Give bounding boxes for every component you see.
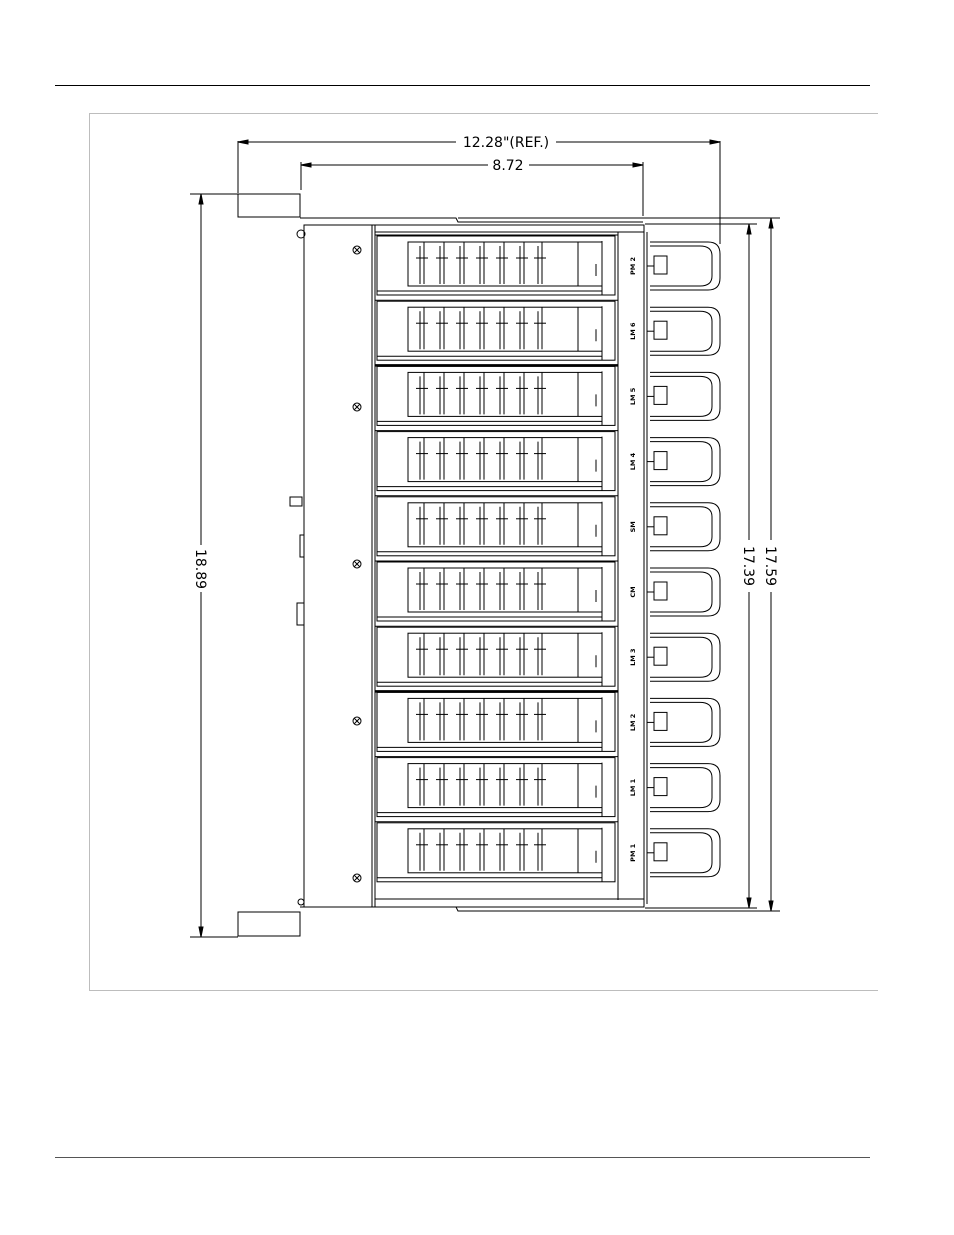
slot-label: LM 3 — [629, 648, 637, 665]
module-slot: PM 1 — [375, 822, 720, 882]
screw-icon — [353, 403, 361, 411]
mounting-ear-top — [238, 194, 300, 217]
module-slot: PM 2 — [375, 235, 720, 295]
dim-inner-width: 8.72 — [492, 158, 523, 174]
screw-icon — [353, 560, 361, 568]
screw-icon — [353, 246, 361, 254]
slot-label: LM 6 — [629, 322, 637, 340]
module-slot: LM 1 — [375, 757, 720, 817]
footer-rule — [55, 1157, 870, 1158]
module-slot: CM — [375, 561, 720, 621]
slot-label: LM 1 — [629, 778, 637, 796]
screw-icon — [353, 874, 361, 882]
mounting-ear-bottom — [238, 912, 300, 936]
panel-screws — [353, 246, 361, 882]
slot-label: LM 2 — [629, 714, 637, 731]
dim-overall-height: 18.89 — [192, 549, 208, 589]
slot-label: SM — [629, 521, 637, 532]
dim-outer-height: 17.59 — [762, 546, 778, 586]
module-slots: PM 2 LM 6 LM 5 LM 4 SM CM LM 3 LM 2 LM 1 PM 1 — [375, 235, 720, 882]
module-slot: LM 3 — [375, 626, 720, 686]
module-slot: LM 2 — [375, 691, 720, 751]
slot-label: CM — [629, 586, 637, 597]
dim-chassis-height: 17.39 — [740, 546, 756, 586]
module-slot: LM 4 — [375, 431, 720, 491]
slot-label: PM 2 — [629, 257, 637, 275]
module-slot: SM — [375, 496, 720, 556]
module-slot: LM 5 — [375, 365, 720, 425]
slot-label: LM 4 — [629, 452, 637, 470]
slot-label: PM 1 — [629, 843, 637, 861]
slot-label: LM 5 — [629, 387, 637, 405]
module-slot: LM 6 — [375, 300, 720, 360]
dim-overall-width: 12.28"(REF.) — [463, 135, 549, 151]
screw-icon — [353, 717, 361, 725]
